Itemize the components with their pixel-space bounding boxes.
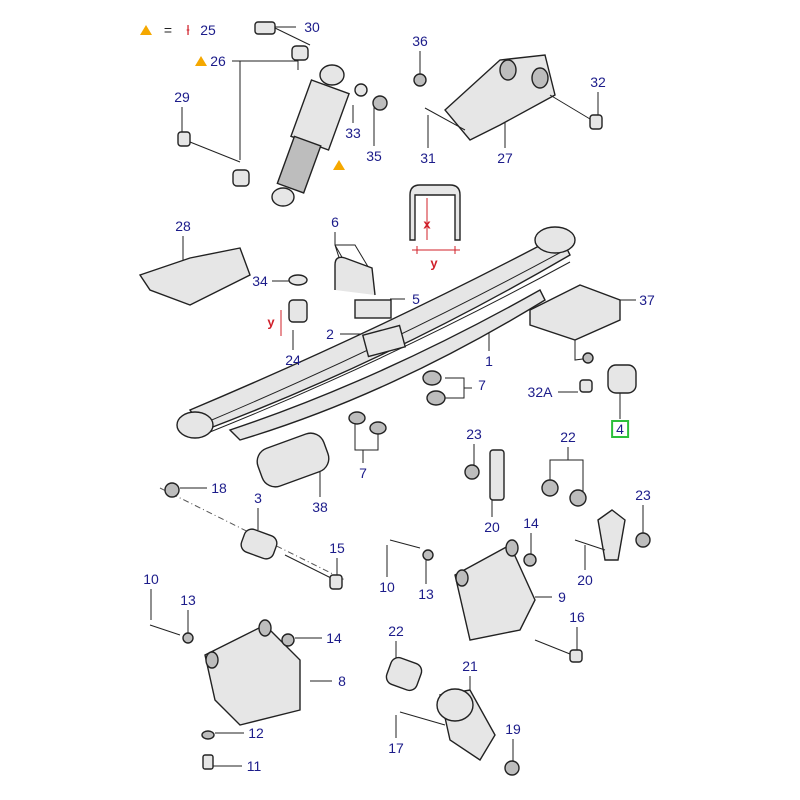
bracket-8 — [149, 619, 301, 770]
callout-13-left[interactable]: 13 — [180, 592, 196, 608]
dimension-y-bushing: y — [267, 314, 275, 330]
legend-equals: = — [163, 22, 173, 38]
callout-30[interactable]: 30 — [304, 19, 320, 35]
callout-19[interactable]: 19 — [505, 721, 521, 737]
callout-35[interactable]: 35 — [366, 148, 382, 164]
callout-2[interactable]: 2 — [326, 326, 334, 342]
callout-21[interactable]: 21 — [462, 658, 478, 674]
callout-16[interactable]: 16 — [569, 609, 585, 625]
leaf-spring — [176, 226, 576, 441]
bracket-9 — [389, 539, 583, 663]
callout-18[interactable]: 18 — [211, 480, 227, 496]
callout-3[interactable]: 3 — [254, 490, 262, 506]
callout-5[interactable]: 5 — [412, 291, 420, 307]
callout-1[interactable]: 1 — [485, 353, 493, 369]
callout-15[interactable]: 15 — [329, 540, 345, 556]
small-parts — [138, 247, 651, 590]
callout-38[interactable]: 38 — [312, 499, 328, 515]
callout-32a[interactable]: 32A — [527, 384, 553, 400]
callout-23[interactable]: 23 — [466, 426, 482, 442]
callout-26[interactable]: 26 — [210, 53, 226, 69]
callout-17[interactable]: 17 — [388, 740, 404, 756]
callout-20[interactable]: 20 — [484, 519, 500, 535]
callout-24[interactable]: 24 — [285, 352, 301, 368]
callout-6[interactable]: 6 — [331, 214, 339, 230]
callout-23-right[interactable]: 23 — [635, 487, 651, 503]
callout-14-left[interactable]: 14 — [326, 630, 342, 646]
shock-absorber — [177, 21, 388, 207]
warning-triangle-icon — [140, 25, 152, 35]
callout-27[interactable]: 27 — [497, 150, 513, 166]
callout-28[interactable]: 28 — [175, 218, 191, 234]
callout-4-selected[interactable]: 4 — [611, 420, 629, 438]
callout-32[interactable]: 32 — [590, 74, 606, 90]
callout-31[interactable]: 31 — [420, 150, 436, 166]
callout-33[interactable]: 33 — [345, 125, 361, 141]
u-bolt — [280, 184, 461, 336]
upper-bracket — [413, 54, 603, 141]
callout-11[interactable]: 11 — [246, 758, 262, 774]
callout-9[interactable]: 9 — [558, 589, 566, 605]
callout-10[interactable]: 10 — [379, 579, 395, 595]
callout-13[interactable]: 13 — [418, 586, 434, 602]
warning-triangle-icon — [195, 56, 207, 66]
callout-22[interactable]: 22 — [560, 429, 576, 445]
callout-29[interactable]: 29 — [174, 89, 190, 105]
callout-12[interactable]: 12 — [248, 725, 264, 741]
axle-seat — [529, 284, 637, 394]
warning-triangle-icon — [333, 160, 345, 170]
callout-10-left[interactable]: 10 — [143, 571, 159, 587]
callout-7-lower[interactable]: 7 — [359, 465, 367, 481]
dimension-y: y — [430, 255, 438, 271]
callout-20-right[interactable]: 20 — [577, 572, 593, 588]
callout-8[interactable]: 8 — [338, 673, 346, 689]
callout-34[interactable]: 34 — [252, 273, 268, 289]
callout-14[interactable]: 14 — [523, 515, 539, 531]
shackle-21 — [385, 656, 520, 776]
callout-37[interactable]: 37 — [639, 292, 655, 308]
legend-value: 25 — [200, 22, 216, 38]
callout-7[interactable]: 7 — [478, 377, 486, 393]
legend-symbol: ƚ — [186, 22, 190, 38]
callout-36[interactable]: 36 — [412, 33, 428, 49]
dimension-x: x — [423, 216, 431, 232]
callout-22-lower[interactable]: 22 — [388, 623, 404, 639]
